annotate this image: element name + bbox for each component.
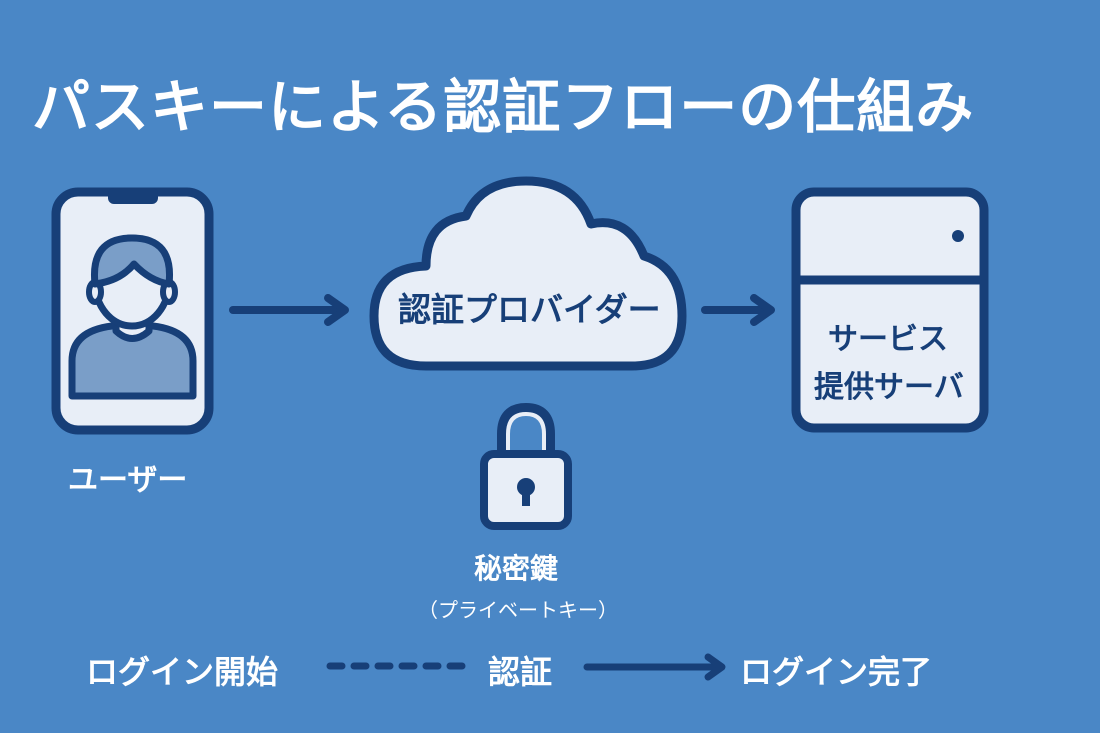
phone-notch (108, 188, 158, 204)
server-icon (791, 187, 989, 433)
dashed-connector (326, 662, 474, 670)
server-label-line1: サービス (828, 322, 948, 357)
smartphone-user-icon (51, 187, 214, 435)
server-status-dot (952, 230, 964, 242)
avatar-body (68, 322, 197, 400)
arrow-right-icon (229, 294, 349, 326)
lock-icon (480, 402, 572, 530)
private-key-label: 秘密鍵 (474, 552, 559, 585)
flow-step-login-start: ログイン開始 (86, 653, 279, 691)
provider-label: 認証プロバイダー (398, 290, 661, 329)
lock-keyhole (517, 478, 535, 496)
arrow-right-icon (583, 653, 726, 681)
cloud-icon (369, 176, 687, 371)
page-title: パスキーによる認証フローの仕組み (32, 73, 975, 141)
arrow-right-icon (701, 294, 775, 326)
lock-shackle (497, 402, 555, 464)
private-key-sublabel: （プライベートキー） (418, 598, 618, 622)
flow-step-auth: 認証 (488, 653, 553, 691)
avatar-hair (90, 234, 174, 288)
flow-step-login-complete: ログイン完了 (740, 653, 933, 691)
server-label-line2: 提供サーバ (814, 370, 964, 405)
user-label: ユーザー (68, 463, 188, 498)
